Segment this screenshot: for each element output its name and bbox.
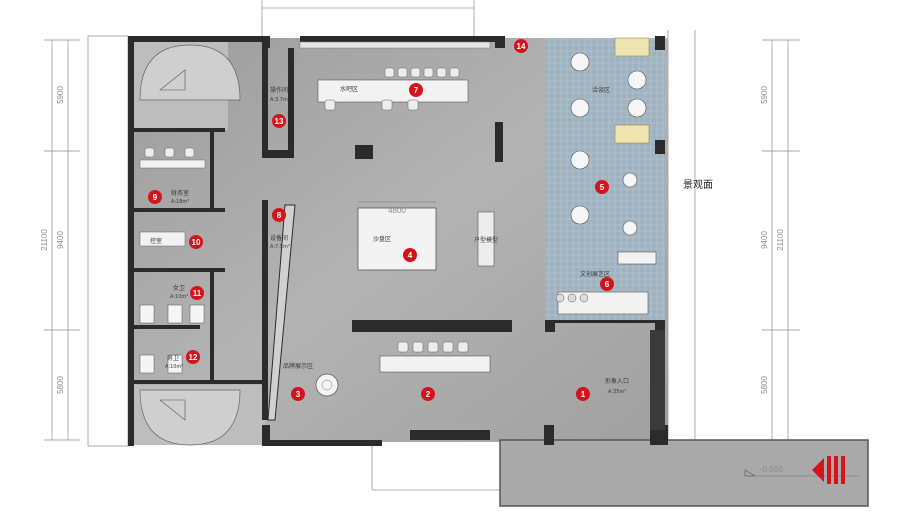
dim-right-9400: 9400 — [760, 231, 769, 249]
marker-1: 1 — [576, 387, 590, 401]
dim-left-9400: 9400 — [56, 231, 65, 249]
svg-text:11: 11 — [193, 289, 202, 298]
room-name-11: 女卫 — [173, 284, 185, 292]
carpet-area — [545, 38, 665, 320]
right-dimensions: 5900 21100 9400 5800 — [760, 39, 800, 441]
room-name-7: 水吧区 — [340, 85, 358, 93]
svg-text:13: 13 — [275, 117, 284, 126]
room-markers: 13 7 14 5 9 10 8 4 6 11 12 3 2 1 — [148, 39, 614, 401]
marker-11: 11 — [190, 286, 204, 300]
svg-text:5: 5 — [600, 183, 605, 192]
furniture: 4800 — [139, 37, 657, 397]
room-area-1: A:35m² — [608, 389, 626, 395]
room-name-13: 操作间 — [270, 86, 288, 94]
room-area-12: A:10m² — [165, 364, 183, 370]
dim-left-21100: 21100 — [40, 229, 49, 251]
diagonal-wall — [267, 204, 296, 421]
left-dimensions: 5900 21100 9400 5800 — [40, 39, 80, 441]
svg-text:14: 14 — [517, 42, 526, 51]
dim-right-5900: 5900 — [760, 86, 769, 104]
marker-2: 2 — [421, 387, 435, 401]
marker-9: 9 — [148, 190, 162, 204]
landscape-label: 景观面 — [683, 179, 713, 191]
level-label: -0.500 — [760, 465, 783, 474]
marker-14: 14 — [514, 39, 528, 53]
marker-8: 8 — [272, 208, 286, 222]
dim-left-5800: 5800 — [56, 376, 65, 394]
room-labels: 操作间 A:3.7m² 水吧区 洽谈区 财务室 A:18m² 控室 设备间 A:… — [150, 85, 629, 395]
room-area-13: A:3.7m² — [270, 97, 290, 103]
dim-right-5800: 5800 — [760, 376, 769, 394]
room-name-12: 男卫 — [167, 355, 179, 362]
marker-6: 6 — [600, 277, 614, 291]
room-area-11: A:10m² — [170, 294, 188, 300]
room-name-1: 形象入口 — [605, 377, 629, 385]
svg-text:9: 9 — [153, 193, 158, 202]
svg-text:4: 4 — [408, 251, 413, 260]
stair-rooms — [139, 44, 241, 446]
svg-text:1: 1 — [581, 390, 586, 399]
marker-3: 3 — [291, 387, 305, 401]
room-area-8: A:7.5m² — [270, 244, 290, 250]
svg-text:6: 6 — [605, 280, 610, 289]
svg-text:12: 12 — [189, 353, 198, 362]
room-name-5: 洽谈区 — [592, 86, 610, 94]
svg-text:7: 7 — [414, 86, 419, 95]
room-name-4: 沙盘区 — [373, 235, 391, 243]
entrance-terrace: -0.500 — [499, 439, 869, 507]
marker-4: 4 — [403, 248, 417, 262]
svg-text:8: 8 — [277, 211, 282, 220]
room-name-8: 设备间 — [270, 234, 288, 242]
entrance-arrow-icon — [812, 456, 845, 484]
svg-text:10: 10 — [192, 238, 201, 247]
dim-left-5900: 5900 — [56, 86, 65, 104]
room-name-model: 户型模型 — [474, 236, 498, 244]
dim-right-21100: 21100 — [776, 229, 785, 251]
room-area-9: A:18m² — [171, 199, 189, 205]
room-name-3: 品牌展示区 — [283, 362, 313, 370]
room-name-6: 文创展艺区 — [580, 270, 610, 278]
svg-text:2: 2 — [426, 390, 431, 399]
marker-12: 12 — [186, 350, 200, 364]
walls — [128, 36, 668, 446]
marker-5: 5 — [595, 180, 609, 194]
sandtable-dim: 4800 — [388, 206, 406, 215]
marker-10: 10 — [189, 235, 203, 249]
svg-text:3: 3 — [296, 390, 301, 399]
marker-7: 7 — [409, 83, 423, 97]
room-name-9: 财务室 — [171, 189, 189, 197]
room-name-10: 控室 — [150, 237, 162, 245]
marker-13: 13 — [272, 114, 286, 128]
